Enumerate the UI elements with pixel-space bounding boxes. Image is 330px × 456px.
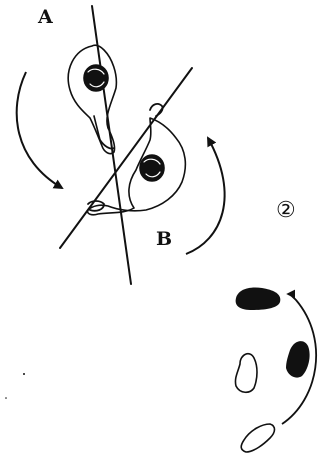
person-a-body (68, 45, 116, 153)
footprint-filled-top (236, 287, 281, 310)
footprint-outline-bottom (241, 424, 274, 452)
ink-speck (23, 373, 25, 375)
step-number-label: ② (276, 200, 296, 222)
label-a: A (38, 8, 53, 27)
ink-speck (5, 397, 7, 399)
rotation-arrow-a (17, 72, 62, 188)
person-b-staff (60, 68, 192, 248)
footprint-filled-right (286, 341, 310, 378)
footprint-outline-middle (235, 354, 257, 393)
person-b-figure (60, 68, 192, 248)
person-a-figure (68, 6, 131, 284)
rotation-arrow-b (186, 138, 225, 254)
label-b: B (156, 230, 172, 249)
person-b-body (88, 118, 186, 215)
person-a-staff (92, 6, 131, 284)
footprints-diagram (235, 287, 316, 452)
